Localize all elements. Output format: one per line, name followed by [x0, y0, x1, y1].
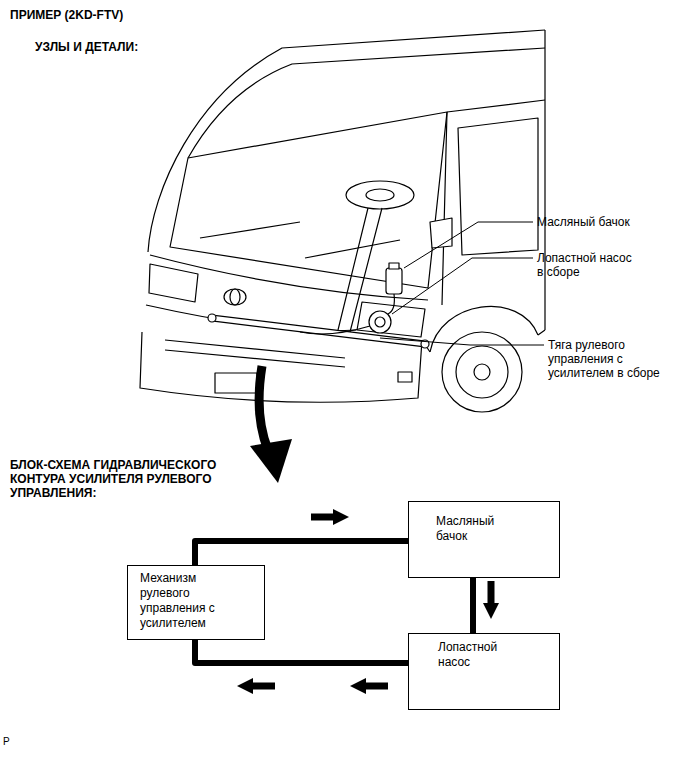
fog-light — [398, 372, 412, 382]
leader-line — [380, 338, 544, 345]
steering-rack — [212, 318, 425, 344]
part-label: Лопастной насос в сборе — [537, 251, 637, 279]
box-text: Лопастной насос — [438, 640, 508, 670]
hood-line — [150, 255, 428, 300]
part-label: Масляный бачок — [537, 215, 667, 229]
wiper — [305, 240, 400, 258]
grille-slot — [165, 340, 345, 367]
flow-arrow — [237, 678, 275, 694]
flow-arrow — [483, 581, 499, 619]
process-box: Масляный бачок — [408, 501, 560, 578]
pointer-arrow-shaft — [259, 366, 268, 450]
wheel-rim — [456, 346, 508, 398]
flow-line — [470, 578, 476, 633]
steering-rack-inner — [212, 318, 425, 344]
pointer-arrow-head — [250, 439, 292, 483]
license-plate — [215, 373, 257, 393]
hose — [300, 294, 394, 334]
body-side — [422, 30, 545, 352]
box-text: Масляный бачок — [436, 514, 506, 544]
wheel-hub — [474, 364, 490, 380]
side-window — [458, 118, 538, 255]
mirror — [430, 218, 452, 248]
box-text: Механизм рулевого управления с усилителе… — [140, 571, 232, 631]
grille-line — [146, 305, 356, 331]
tie-rod-end — [208, 314, 216, 322]
flow-arrow — [350, 678, 388, 694]
section-heading: УЗЛЫ И ДЕТАЛИ: — [35, 40, 255, 54]
page-title: ПРИМЕР (2KD-FTV) — [10, 8, 310, 22]
flow-arrow — [311, 509, 349, 525]
page-mark: P — [3, 735, 23, 749]
headlamp — [149, 264, 198, 302]
flow-line — [195, 640, 408, 663]
part-label: Тяга рулевого управления с усилителем в … — [548, 338, 680, 380]
section-heading: БЛОК-СХЕМА ГИДРАВЛИЧЕСКОГО КОНТУРА УСИЛИ… — [10, 458, 255, 500]
process-box: Механизм рулевого управления с усилителе… — [127, 565, 265, 640]
logo — [230, 289, 240, 305]
process-box: Лопастной насос — [408, 633, 560, 710]
vane-pump-pulley — [375, 317, 385, 327]
leader-line — [404, 222, 533, 268]
steering-wheel-hub — [366, 189, 394, 201]
logo — [224, 289, 246, 305]
door-line — [442, 100, 545, 305]
reservoir-cap — [389, 263, 399, 269]
vane-pump — [369, 311, 391, 333]
headlamp — [357, 302, 425, 337]
steering-wheel — [346, 181, 414, 209]
oil-reservoir — [386, 268, 402, 294]
flow-line — [195, 541, 408, 565]
windshield — [170, 112, 447, 288]
wiper — [200, 222, 300, 238]
bumper — [140, 332, 422, 402]
leader-line — [392, 258, 533, 314]
